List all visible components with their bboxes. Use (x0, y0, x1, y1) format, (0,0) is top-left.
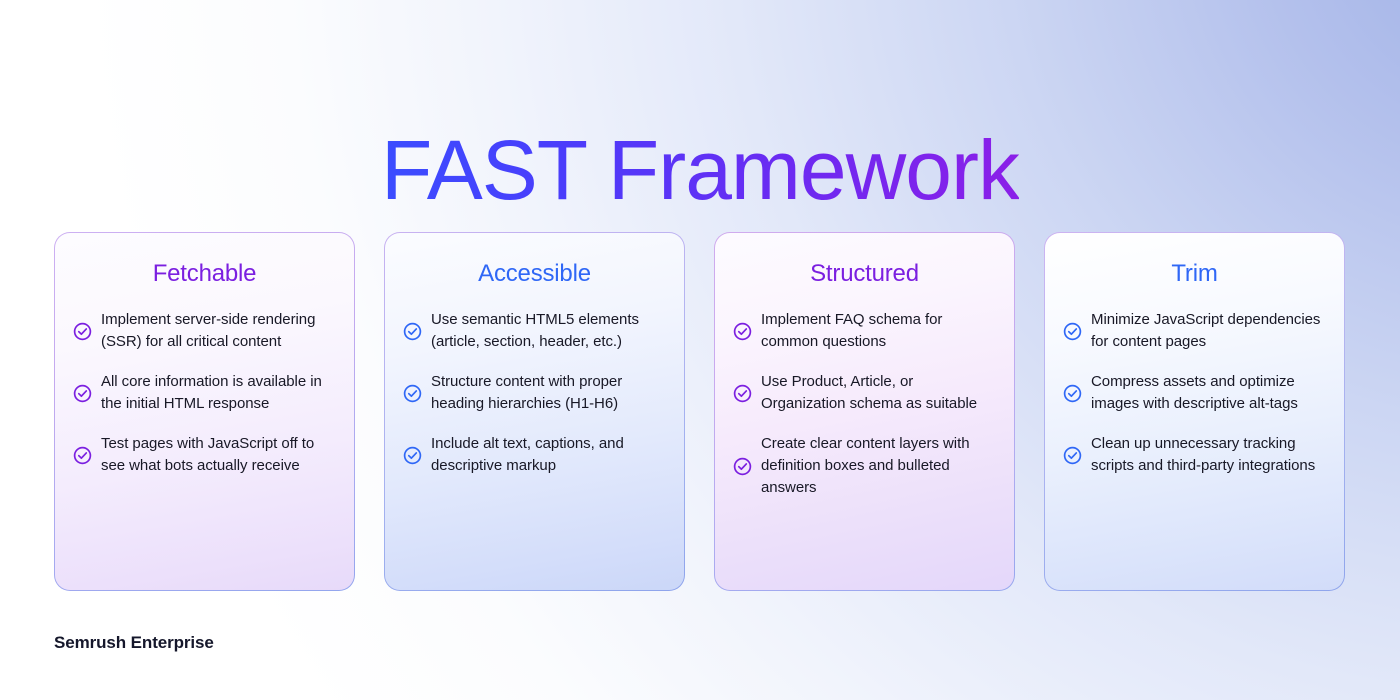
check-circle-icon (733, 384, 752, 402)
list-item: Test pages with JavaScript off to see wh… (73, 433, 336, 477)
check-circle-icon (403, 384, 422, 402)
list-item-text: Compress assets and optimize images with… (1091, 373, 1298, 412)
list-item-text: All core information is available in the… (101, 373, 322, 412)
list-item-text: Create clear content layers with definit… (761, 435, 970, 496)
card-title-trim: Trim (1171, 260, 1218, 287)
card-item-list: Use semantic HTML5 elements (article, se… (403, 309, 666, 477)
list-item-text: Implement server-side rendering (SSR) fo… (101, 311, 316, 350)
list-item-text: Use Product, Article, or Organization sc… (761, 373, 978, 412)
check-circle-icon (73, 446, 92, 464)
card-item-list: Implement FAQ schema for common question… (733, 309, 996, 499)
list-item: All core information is available in the… (73, 371, 336, 415)
page-title: FAST Framework (381, 118, 1020, 222)
check-circle-icon (403, 446, 422, 464)
list-item: Use semantic HTML5 elements (article, se… (403, 309, 666, 353)
card-title-accessible: Accessible (478, 260, 591, 287)
page-title-wrap: FAST Framework (0, 62, 1400, 279)
check-circle-icon (733, 457, 752, 475)
list-item-text: Use semantic HTML5 elements (article, se… (431, 311, 639, 350)
list-item-text: Implement FAQ schema for common question… (761, 311, 943, 350)
check-circle-icon (733, 322, 752, 340)
card-item-list: Implement server-side rendering (SSR) fo… (73, 309, 336, 477)
card-title-fetchable: Fetchable (152, 260, 257, 287)
list-item: Implement FAQ schema for common question… (733, 309, 996, 353)
footer-brand: Semrush Enterprise (54, 633, 214, 652)
list-item: Structure content with proper heading hi… (403, 371, 666, 415)
card-trim[interactable]: Trim Minimize JavaScript dependencies fo… (1044, 232, 1345, 591)
check-circle-icon (73, 384, 92, 402)
list-item-text: Clean up unnecessary tracking scripts an… (1091, 435, 1316, 474)
card-item-list: Minimize JavaScript dependencies for con… (1063, 309, 1326, 477)
list-item-text: Include alt text, captions, and descript… (431, 435, 624, 474)
list-item: Clean up unnecessary tracking scripts an… (1063, 433, 1326, 477)
list-item: Create clear content layers with definit… (733, 433, 996, 499)
check-circle-icon (1063, 322, 1082, 340)
list-item: Compress assets and optimize images with… (1063, 371, 1326, 415)
check-circle-icon (1063, 446, 1082, 464)
list-item-text: Structure content with proper heading hi… (431, 373, 623, 412)
check-circle-icon (73, 322, 92, 340)
list-item-text: Test pages with JavaScript off to see wh… (101, 435, 315, 474)
fast-framework-card-row: Fetchable Implement server-side renderin… (54, 232, 1346, 591)
list-item: Use Product, Article, or Organization sc… (733, 371, 996, 415)
card-structured[interactable]: Structured Implement FAQ schema for comm… (714, 232, 1015, 591)
list-item: Implement server-side rendering (SSR) fo… (73, 309, 336, 353)
card-fetchable[interactable]: Fetchable Implement server-side renderin… (54, 232, 355, 591)
card-title-structured: Structured (810, 260, 919, 287)
list-item-text: Minimize JavaScript dependencies for con… (1091, 311, 1321, 350)
list-item: Minimize JavaScript dependencies for con… (1063, 309, 1326, 353)
list-item: Include alt text, captions, and descript… (403, 433, 666, 477)
check-circle-icon (403, 322, 422, 340)
check-circle-icon (1063, 384, 1082, 402)
card-accessible[interactable]: Accessible Use semantic HTML5 elements (… (384, 232, 685, 591)
